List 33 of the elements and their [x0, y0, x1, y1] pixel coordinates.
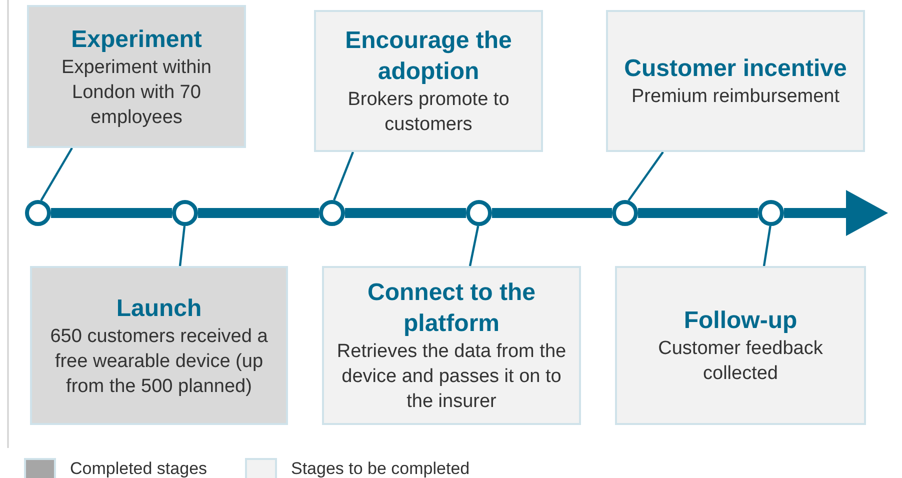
stage-description: Premium reimbursement: [632, 85, 840, 109]
stage-description: Brokers promote to customers: [346, 88, 510, 137]
milestone-circle: [319, 200, 345, 226]
stage-title: Customer incentive: [624, 54, 847, 84]
stage-title: Launch: [116, 294, 202, 324]
leader-line: [40, 147, 73, 201]
stage-title: Connect to the platform: [366, 278, 536, 339]
milestone-circle: [25, 200, 51, 226]
stage-card: [30, 266, 288, 425]
leader-line: [628, 151, 664, 202]
leader-line: [468, 226, 480, 266]
leader-line: [178, 226, 186, 266]
legend-label: Stages to be completed: [291, 459, 470, 478]
leader-line: [333, 152, 354, 201]
stage-description: Customer feedback collected: [657, 337, 824, 386]
stage-description: Retrieves the data from the device and passes it on to the insurer: [336, 340, 568, 414]
milestone-circle: [612, 200, 638, 226]
leader-line: [762, 226, 772, 266]
milestone-circle: [172, 200, 198, 226]
stage-title: Follow-up: [684, 306, 798, 336]
stage-card: [606, 10, 865, 152]
milestone-circle: [466, 200, 492, 226]
stage-card: [314, 10, 543, 152]
stage-card: [27, 5, 246, 148]
milestone-circle: [758, 200, 784, 226]
stage-card: [615, 266, 866, 425]
stage-title: Encourage the adoption: [344, 26, 513, 87]
stage-title: Experiment: [71, 24, 202, 54]
stage-description: 650 customers received a free wearable device (up from the 500 planned): [49, 324, 269, 398]
stage-description: Experiment within London with 70 employees: [60, 56, 212, 130]
legend-label: Completed stages: [70, 459, 208, 478]
stage-card: [322, 266, 581, 425]
timeline-arrow: [784, 190, 888, 236]
